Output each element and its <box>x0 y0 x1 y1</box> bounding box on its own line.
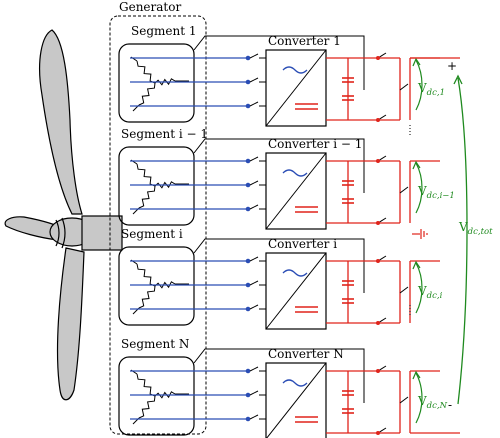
segment-label: Segment N <box>121 337 189 351</box>
breaker-dot <box>245 282 251 288</box>
breaker-dot <box>245 306 251 312</box>
plus-terminal-label: + <box>447 59 457 73</box>
segment-label: Segment i − 1 <box>121 127 208 141</box>
converter-box <box>265 252 327 330</box>
winding <box>154 78 176 86</box>
generator-label: Generator <box>119 0 181 14</box>
segment-row-1: Segment 1 Converter 1 Vdc,1 <box>118 24 445 127</box>
winding <box>138 285 156 309</box>
ac-symbol <box>282 66 308 74</box>
converter-diagonal <box>265 152 327 230</box>
breaker-dot <box>245 79 251 85</box>
control-wire <box>193 238 365 293</box>
breaker-switch <box>249 156 259 162</box>
breaker-dot <box>245 158 251 164</box>
bypass-switch <box>399 286 409 294</box>
hub-band <box>55 219 60 247</box>
breaker-switch <box>249 366 259 372</box>
breaker-switch <box>249 390 259 396</box>
segment-voltage-arrow <box>415 262 423 314</box>
winding <box>154 391 176 399</box>
winding <box>154 181 176 189</box>
segment-voltage-arrow <box>415 59 423 111</box>
breaker-switch <box>249 101 259 107</box>
control-wire <box>193 35 365 90</box>
segment-voltage-label: Vdc,i−1 <box>417 184 455 201</box>
breaker-dot <box>245 103 251 109</box>
segment-row-2: Segment i − 1 Converter i − 1 Vdc,i−1 <box>118 127 455 230</box>
breaker-dot <box>245 206 251 212</box>
breaker-dot <box>245 55 251 61</box>
ac-symbol <box>282 269 308 277</box>
segment-voltage-label: Vdc,N <box>417 394 448 411</box>
generator-box <box>109 15 207 435</box>
breaker-switch <box>249 53 259 59</box>
minus-terminal-label: - <box>448 398 452 412</box>
converter-label: Converter 1 <box>268 34 341 48</box>
breaker-dot <box>245 182 251 188</box>
breaker-dot <box>245 258 251 264</box>
blade-top <box>39 29 83 215</box>
converter-box <box>265 362 327 438</box>
converter-label: Converter N <box>268 347 344 361</box>
control-wire <box>193 138 365 193</box>
ground-symbol <box>412 229 428 239</box>
bypass-switch <box>399 396 409 404</box>
segment-voltage-label: Vdc,i <box>417 284 443 301</box>
converter-label: Converter i <box>268 237 337 251</box>
winding <box>136 373 156 397</box>
bypass-switch <box>399 83 409 91</box>
segment-box <box>118 146 195 226</box>
total-voltage-arrow <box>453 74 468 405</box>
winding <box>136 60 156 84</box>
ac-symbol <box>282 379 308 387</box>
control-wire <box>193 348 365 403</box>
breaker-switch <box>249 204 259 210</box>
segment-row-4: Segment N Converter N Vdc,N <box>118 337 448 438</box>
segment-label: Segment 1 <box>131 24 196 38</box>
segment-box <box>118 356 195 436</box>
ac-symbol <box>282 169 308 177</box>
segment-box <box>118 246 195 326</box>
breaker-switch <box>249 280 259 286</box>
winding <box>138 395 156 419</box>
converter-box <box>265 152 327 230</box>
breaker-switch <box>249 256 259 262</box>
nacelle <box>81 215 123 251</box>
breaker-switch <box>249 180 259 186</box>
breaker-switch <box>249 77 259 83</box>
converter-label: Converter i − 1 <box>268 137 362 151</box>
segment-voltage-arrow <box>415 162 423 214</box>
breaker-dot <box>245 392 251 398</box>
breaker-dot <box>245 416 251 422</box>
breaker-switch <box>249 414 259 420</box>
converter-diagonal <box>265 252 327 330</box>
winding <box>136 263 156 287</box>
winding <box>154 281 176 289</box>
segment-row-3: Segment i Converter i Vdc,i <box>118 227 443 330</box>
winding <box>138 185 156 209</box>
converter-diagonal <box>265 49 327 127</box>
segment-voltage-label: Vdc,1 <box>417 81 445 98</box>
bypass-switch <box>399 186 409 194</box>
segment-label: Segment i <box>121 227 183 241</box>
turbine-rotor <box>4 29 123 401</box>
converter-box <box>265 49 327 127</box>
segment-voltage-arrow <box>415 372 423 424</box>
winding <box>136 163 156 187</box>
total-voltage-label: Vdc,tot <box>458 220 493 237</box>
blade-bottom <box>56 247 85 401</box>
segment-box <box>118 43 195 123</box>
breaker-dot <box>245 368 251 374</box>
winding <box>138 82 156 106</box>
converter-diagonal <box>266 362 327 438</box>
breaker-switch <box>249 304 259 310</box>
